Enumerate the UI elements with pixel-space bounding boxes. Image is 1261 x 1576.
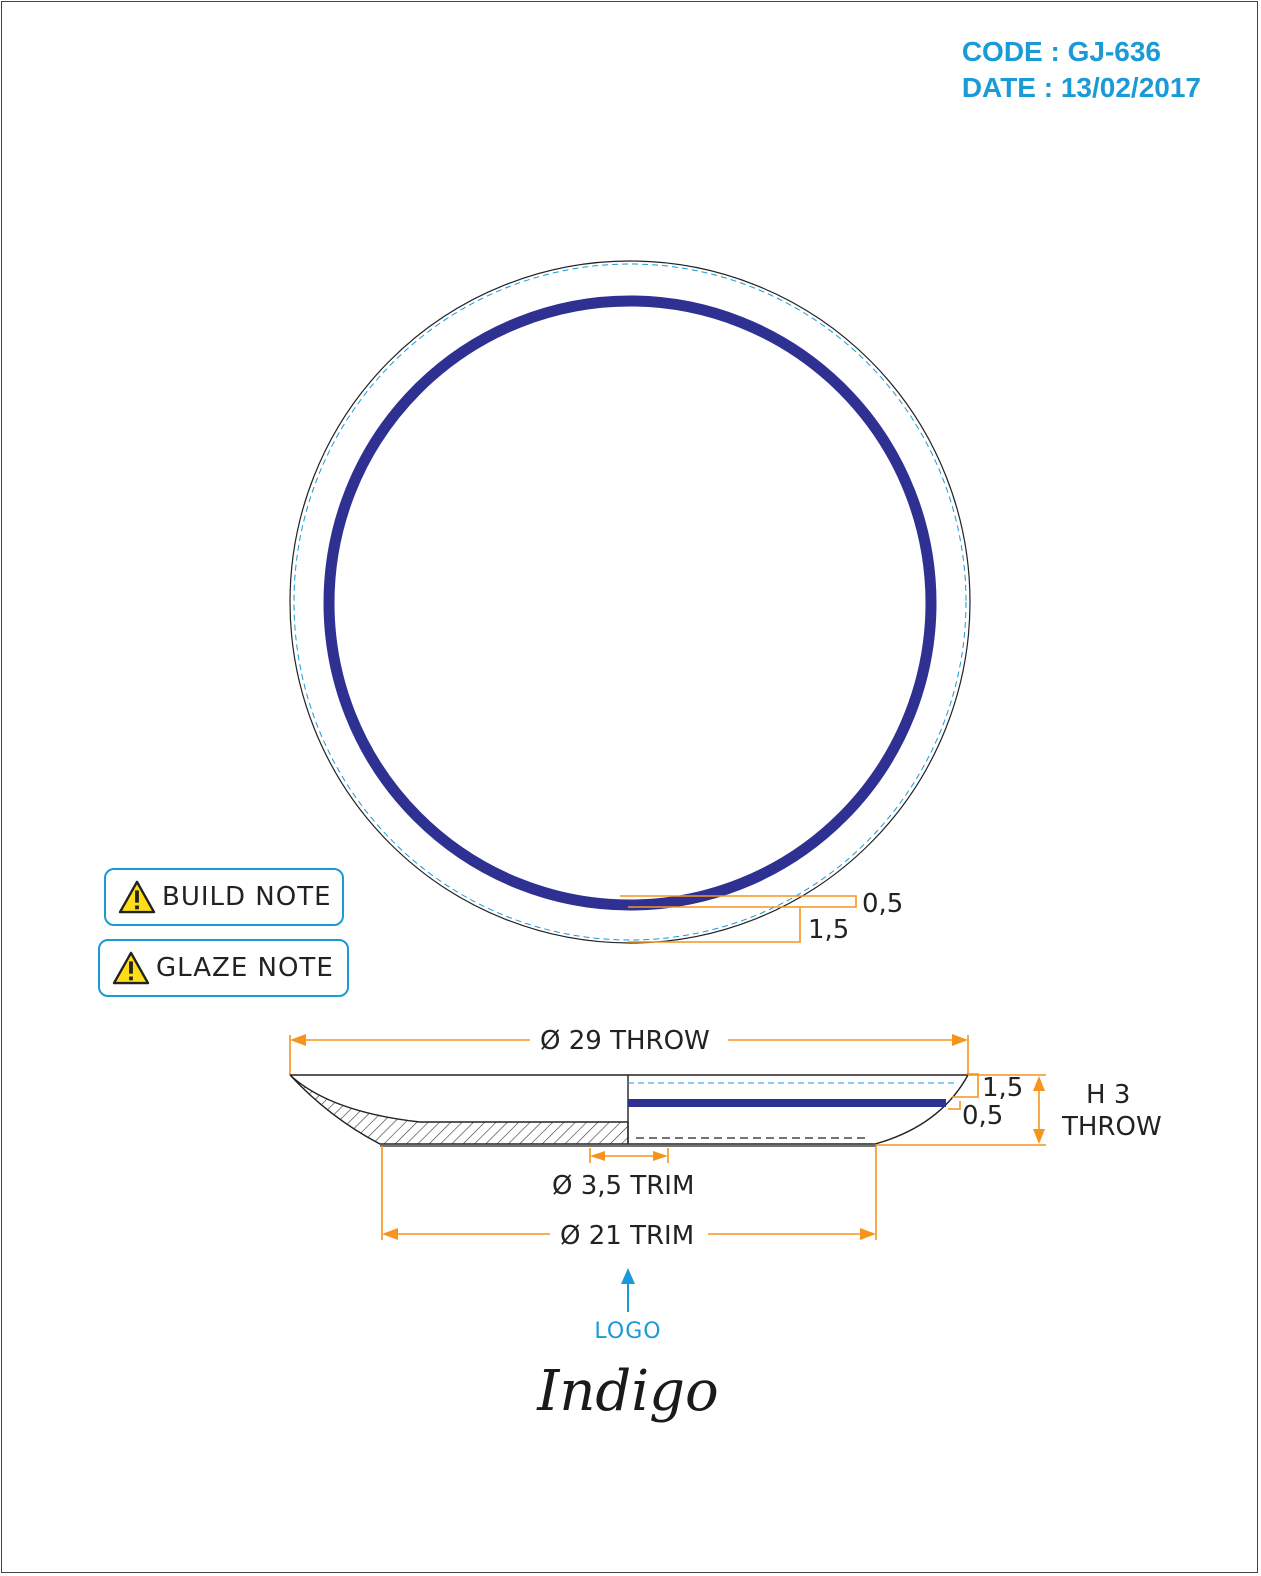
build-note-label: BUILD NOTE	[162, 882, 332, 912]
glaze-note-badge[interactable]: GLAZE NOTE	[98, 939, 349, 997]
dim-height-label: THROW	[1061, 1112, 1162, 1142]
dim-height-value: H 3	[1086, 1080, 1130, 1110]
title-block: CODE : GJ-636 DATE : 13/02/2017	[962, 34, 1201, 106]
dim-throw-diameter: Ø 29 THROW	[540, 1026, 710, 1056]
arrow-up-icon	[621, 1268, 635, 1284]
logo-marker: LOGO	[594, 1268, 661, 1344]
build-note-badge[interactable]: BUILD NOTE	[104, 868, 344, 926]
brand-signature: Indigo	[536, 1359, 719, 1424]
date-label: DATE : 13/02/2017	[961, 72, 1201, 103]
section-hatch	[289, 1074, 629, 1145]
top-view-dimensions: 0,5 1,5	[620, 889, 903, 945]
dim-band-width: 0,5	[862, 889, 903, 919]
warning-icon	[112, 951, 150, 985]
dim-rim-width: 1,5	[808, 915, 849, 945]
plate-top-view	[289, 260, 971, 944]
plate-rim-trim-line	[293, 263, 967, 941]
logo-label: LOGO	[594, 1319, 661, 1344]
warning-icon	[118, 880, 156, 914]
dim-foot-diameter: Ø 21 TRIM	[560, 1221, 694, 1251]
plate-glaze-band	[323, 295, 937, 911]
glaze-note-label: GLAZE NOTE	[156, 953, 334, 983]
dim-foot-center: Ø 3,5 TRIM	[552, 1171, 694, 1201]
dim-section-band: 0,5	[962, 1101, 1003, 1131]
plate-section-view: Ø 29 THROW 1,5 0,5 H 3 THROW Ø 3,5 TRIM	[289, 1026, 1162, 1251]
dim-section-rim: 1,5	[982, 1073, 1023, 1103]
plate-rim-outline	[289, 260, 971, 944]
code-label: CODE : GJ-636	[961, 36, 1161, 67]
